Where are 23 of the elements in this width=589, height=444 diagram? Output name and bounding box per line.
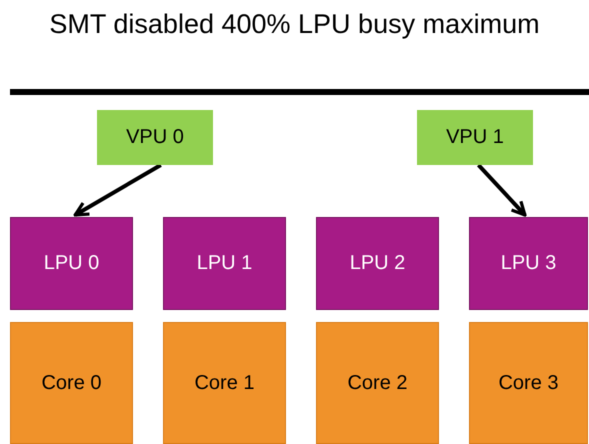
vpu-box	[417, 110, 533, 165]
node-label: VPU 1	[446, 126, 504, 149]
node-label: LPU 2	[350, 252, 406, 275]
node-label: Core 2	[347, 372, 408, 394]
core-box	[10, 322, 133, 444]
node-label: LPU 0	[44, 252, 100, 275]
node-label: LPU 1	[196, 252, 252, 275]
core-box	[163, 322, 286, 444]
node-label: LPU 3	[500, 252, 556, 275]
arrow	[74, 163, 162, 217]
lpu-box	[10, 217, 133, 310]
title: SMT disabled 400% LPU busy maximum	[48, 8, 541, 41]
node-label: Core 1	[194, 372, 255, 394]
node-label: Core 3	[498, 372, 559, 394]
lpu-box	[469, 217, 588, 310]
lpu-box	[316, 217, 439, 310]
lpu-box	[163, 217, 286, 310]
core-box	[469, 322, 588, 444]
vpu-box	[97, 110, 213, 165]
node-label: Core 0	[41, 372, 102, 394]
node-label: VPU 0	[126, 126, 184, 149]
core-box	[316, 322, 439, 444]
arrow	[477, 164, 527, 217]
